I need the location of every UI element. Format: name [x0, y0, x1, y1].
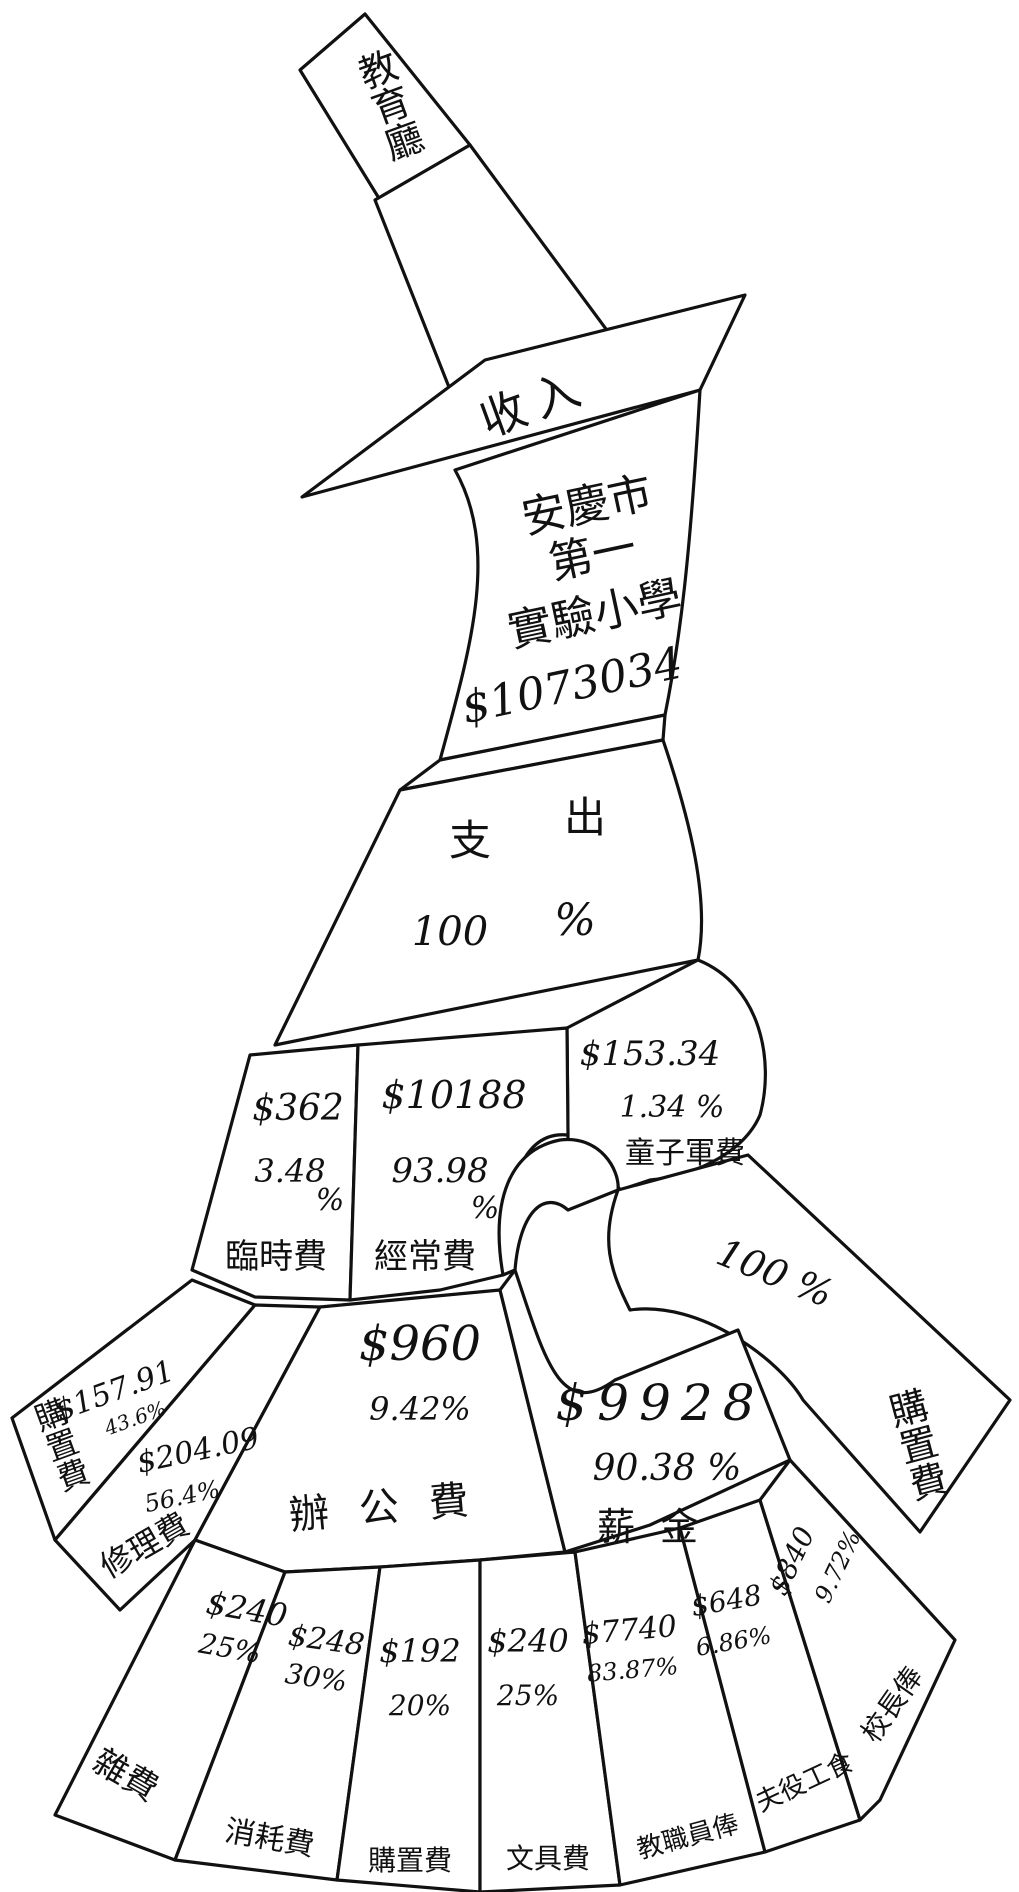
office-purchase-percent: 20%	[388, 1689, 451, 1722]
scout-fee-percent: 1.34 %	[620, 1090, 725, 1125]
temporary-fee-percent-sign: %	[316, 1183, 345, 1218]
office-stationery-percent: 25%	[496, 1679, 559, 1712]
temporary-fee-amount: $362	[252, 1088, 344, 1129]
scout-fee-amount: $153.34	[580, 1034, 721, 1074]
expenditure-label-left: 支	[449, 816, 491, 865]
office-stationery-amount: $240	[487, 1622, 568, 1660]
temporary-fee-percent: 3.48	[254, 1152, 325, 1190]
office-purchase-label: 購置費	[368, 1844, 452, 1877]
office-purchase-amount: $192	[379, 1632, 460, 1670]
income-block	[300, 293, 747, 499]
office-stationery-label: 文具費	[506, 1842, 590, 1875]
expenditure-block	[273, 738, 704, 1047]
temporary-fee-label: 臨時費	[225, 1237, 327, 1277]
temporary-fee-block	[190, 1043, 360, 1302]
swirl-block	[497, 1137, 620, 1277]
salary-block	[498, 1268, 792, 1554]
salary-principal-block	[758, 1458, 957, 1822]
office-fee-amount: $960	[359, 1316, 481, 1372]
salary-percent: 90.38 %	[593, 1448, 742, 1489]
regular-fee-amount: $10188	[381, 1073, 526, 1117]
regular-fee-percent-sign: %	[471, 1191, 500, 1226]
expenditure-percent: 100	[412, 909, 488, 955]
salary-label: 薪金	[597, 1505, 723, 1549]
office-purchase-block	[335, 1558, 482, 1892]
expenditure-percent-sign: %	[554, 895, 596, 946]
scout-fee-label: 童子軍費	[625, 1136, 745, 1171]
salary-staff-amount: $7740	[580, 1609, 678, 1652]
regular-fee-label: 經常費	[374, 1237, 476, 1277]
scout-purchase-block	[607, 1153, 1012, 1534]
salary-amount: $9928	[555, 1374, 764, 1432]
expenditure-label-right: 出	[564, 793, 606, 842]
office-fee-percent: 9.42%	[369, 1390, 471, 1428]
regular-fee-percent: 93.98	[391, 1151, 488, 1191]
